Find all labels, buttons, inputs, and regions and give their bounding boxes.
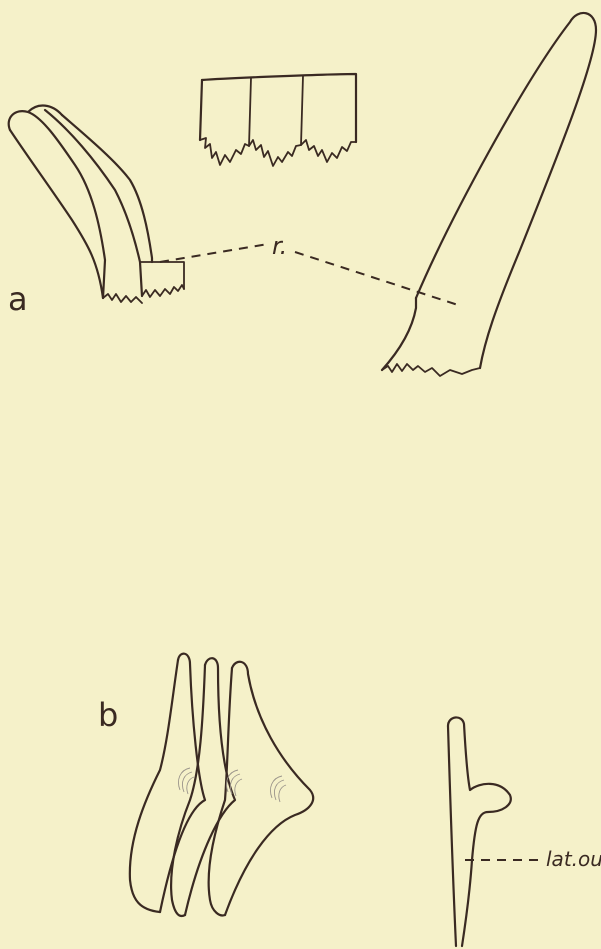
lateral-outgrowth-tooth-drawing [448,717,511,946]
leader-line-r-left [160,244,268,262]
label-lat-ou: lat.ou. [546,847,601,871]
panel-a-label: a [8,280,28,318]
panel-b-label: b [98,696,118,734]
tooth-crowns-drawing [200,74,356,166]
paired-teeth-drawing [9,106,184,303]
label-r: r. [272,232,287,260]
large-tooth-drawing [382,13,596,376]
curved-teeth-drawing [130,654,313,916]
